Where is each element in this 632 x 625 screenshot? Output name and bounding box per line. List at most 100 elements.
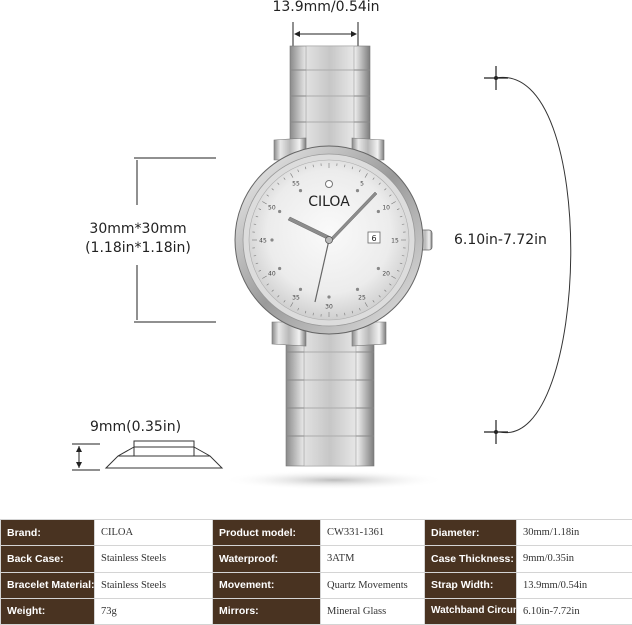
hour-marker: [355, 287, 360, 291]
dial-number: 5: [360, 180, 364, 187]
hour-marker: [355, 189, 360, 193]
spec-value: 73g: [94, 597, 213, 625]
minute-tick: [384, 289, 387, 292]
spec-label: Product model:: [212, 518, 321, 547]
minute-tick: [255, 262, 259, 265]
minute-tick: [258, 208, 262, 210]
spec-value: Stainless Steels: [94, 545, 213, 573]
minute-tick: [262, 275, 267, 279]
dial-number: 30: [325, 304, 333, 311]
spec-label: Strap Width:: [424, 571, 517, 599]
minute-tick: [344, 164, 346, 168]
hour-marker: [376, 209, 380, 214]
minute-tick: [378, 295, 381, 298]
minute-tick: [399, 262, 403, 265]
hour-marker: [270, 238, 274, 242]
minute-tick: [283, 177, 286, 180]
minute-tick: [389, 283, 392, 286]
dial-number: 55: [292, 180, 300, 187]
spec-value: 9mm/0.35in: [516, 545, 632, 573]
spec-label: Movement:: [212, 571, 321, 599]
minute-tick: [253, 223, 257, 225]
minute-tick: [384, 188, 387, 191]
minute-tick: [389, 194, 392, 197]
spec-value: 3ATM: [320, 545, 425, 573]
strap-width-label: 13.9mm/0.54in: [272, 0, 379, 15]
watch-illustration: 13.9mm/0.54in 30mm*30mm (1.18in*1.18in) …: [72, 0, 572, 490]
spec-value: Quartz Movements: [320, 571, 425, 599]
date-window: [367, 231, 381, 244]
minute-tick: [312, 312, 314, 316]
dial-markers: [252, 163, 406, 317]
spec-label: Mirrors:: [212, 597, 321, 625]
minute-tick: [378, 182, 381, 185]
upper-bracelet: [289, 45, 371, 157]
minute-tick: [344, 312, 346, 316]
spec-label: Back Case:: [0, 545, 95, 573]
watch-shadow: [222, 470, 446, 490]
hour-marker: [327, 295, 331, 299]
thickness-dimension: 9mm(0.35in): [72, 419, 224, 471]
case-size-label-line2: (1.18in*1.18in): [85, 240, 191, 256]
minute-tick: [271, 188, 274, 191]
minute-tick: [372, 300, 375, 303]
brand-logo: CILOA: [308, 194, 350, 210]
minute-tick: [253, 255, 257, 257]
spec-value: 13.9mm/0.54in: [516, 571, 632, 599]
spec-label: Brand:: [0, 518, 95, 547]
minute-tick: [401, 223, 405, 225]
hour-marker: [298, 189, 303, 193]
spec-label: Watchband Circumference:: [424, 597, 517, 625]
thickness-label: 9mm(0.35in): [90, 419, 181, 435]
spec-value: CW331-1361: [320, 518, 425, 547]
minute-tick: [399, 215, 403, 218]
minute-tick: [364, 173, 368, 178]
hour-marker: [278, 209, 282, 214]
minute-tick: [277, 182, 280, 185]
minute-tick: [396, 270, 400, 272]
minute-tick: [351, 310, 354, 314]
spec-label: Case Thickness:: [424, 545, 517, 573]
minute-tick: [290, 173, 294, 178]
dial-number: 50: [268, 205, 276, 212]
minute-tick: [351, 166, 354, 170]
dial-number: 35: [292, 295, 300, 302]
minute-tick: [391, 275, 396, 279]
date-value: 6: [371, 234, 376, 243]
minute-tick: [262, 201, 267, 205]
minute-tick: [283, 300, 286, 303]
spec-value: CILOA: [94, 518, 213, 547]
hour-marker: [298, 287, 303, 291]
wrist-circumference-dimension: 6.10in-7.72in: [454, 66, 572, 444]
spec-label: Diameter:: [424, 518, 517, 547]
strap-width-dimension: 13.9mm/0.54in: [272, 0, 380, 46]
minute-tick: [359, 169, 361, 173]
spec-value: Stainless Steels: [94, 571, 213, 599]
dial-number: 15: [391, 238, 399, 245]
minute-tick: [359, 307, 361, 311]
minute-tick: [271, 289, 274, 292]
dial-number: 25: [358, 295, 366, 302]
case-size-dimension: 30mm*30mm (1.18in*1.18in): [85, 157, 216, 323]
minute-tick: [372, 177, 375, 180]
hour-marker: [376, 266, 380, 271]
spec-label: Weight:: [0, 597, 95, 625]
minute-tick: [312, 164, 314, 168]
spec-value: 6.10in-7.72in: [516, 597, 632, 625]
minute-tick: [304, 166, 307, 170]
minute-tick: [297, 169, 299, 173]
hour-marker: [278, 266, 282, 271]
minute-tick: [255, 215, 259, 218]
minute-tick: [396, 208, 400, 210]
crystal-marker-icon: [325, 180, 333, 188]
minute-tick: [297, 307, 299, 311]
dial-number: 40: [268, 271, 276, 278]
spec-label: Bracelet Material:: [0, 571, 95, 599]
spec-value: 30mm/1.18in: [516, 518, 632, 547]
minute-tick: [290, 302, 294, 307]
minute-tick: [401, 255, 405, 257]
minute-tick: [258, 270, 262, 272]
dial-number: 20: [382, 271, 390, 278]
